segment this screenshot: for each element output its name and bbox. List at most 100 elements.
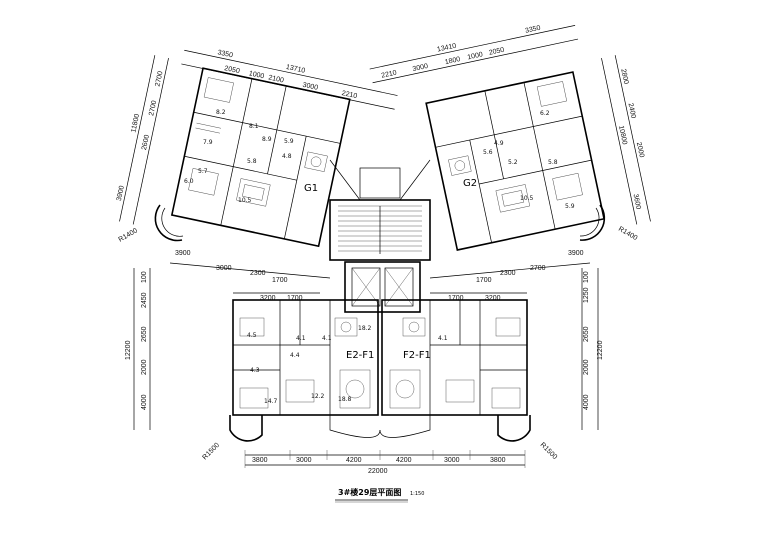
svg-text:3000: 3000	[302, 82, 319, 92]
drawing-title: 3#楼29层平面图	[338, 487, 401, 497]
svg-text:1700: 1700	[448, 295, 464, 302]
svg-text:5.6: 5.6	[483, 149, 493, 156]
svg-text:8.1: 8.1	[249, 123, 259, 130]
svg-text:3900: 3900	[568, 250, 584, 257]
svg-text:2600: 2600	[141, 134, 151, 151]
svg-text:3600: 3600	[632, 193, 642, 210]
svg-text:13710: 13710	[285, 64, 306, 75]
svg-text:1000: 1000	[248, 70, 265, 80]
svg-text:2050: 2050	[224, 65, 241, 75]
ef-top-dimensions: 3200 1700 1700 3200	[233, 292, 527, 302]
svg-text:10800: 10800	[617, 125, 628, 146]
svg-text:2700: 2700	[530, 265, 546, 272]
svg-text:2800: 2800	[619, 68, 629, 85]
svg-text:22000: 22000	[368, 468, 388, 475]
svg-text:1800: 1800	[444, 56, 461, 66]
unit-f2-f1	[381, 299, 528, 416]
svg-text:1700: 1700	[476, 277, 492, 284]
svg-text:10.5: 10.5	[238, 197, 252, 204]
svg-text:5.2: 5.2	[508, 159, 518, 166]
svg-text:2000: 2000	[141, 359, 148, 375]
svg-text:4.4: 4.4	[290, 352, 300, 359]
svg-text:1250: 1250	[583, 287, 590, 303]
svg-text:2700: 2700	[148, 100, 158, 117]
svg-text:4000: 4000	[583, 394, 590, 410]
svg-text:4000: 4000	[141, 394, 148, 410]
g-bottom-dimensions: 3900 3000 2300 1700 1700 2300 2700 3900	[169, 250, 591, 284]
radius-r1400-right: R1400	[617, 226, 638, 242]
svg-text:4.1: 4.1	[322, 335, 332, 342]
svg-text:2000: 2000	[583, 359, 590, 375]
svg-text:5.8: 5.8	[548, 159, 558, 166]
svg-text:2100: 2100	[268, 74, 285, 84]
svg-text:2650: 2650	[583, 326, 590, 342]
svg-text:1700: 1700	[287, 295, 303, 302]
unit-g1	[170, 67, 351, 248]
svg-text:100: 100	[583, 271, 590, 283]
svg-text:12200: 12200	[597, 340, 604, 360]
svg-text:100: 100	[141, 271, 148, 283]
svg-text:2400: 2400	[627, 102, 637, 119]
svg-text:3350: 3350	[525, 25, 542, 35]
svg-text:12.2: 12.2	[311, 393, 325, 400]
svg-text:3200: 3200	[485, 295, 501, 302]
bottom-dimensions: 3800 3000 4200 4200 3000 3800 22000	[244, 450, 526, 475]
svg-text:3000: 3000	[444, 457, 460, 464]
svg-text:3800: 3800	[490, 457, 506, 464]
unit-g2	[425, 71, 606, 251]
svg-text:3900: 3900	[116, 185, 126, 202]
svg-text:1700: 1700	[272, 277, 288, 284]
svg-text:2000: 2000	[635, 142, 645, 159]
svg-text:8.2: 8.2	[216, 109, 226, 116]
svg-text:4.3: 4.3	[250, 367, 260, 374]
radius-r1500-right: R1500	[539, 441, 559, 461]
svg-text:2650: 2650	[141, 326, 148, 342]
svg-text:2210: 2210	[341, 90, 358, 100]
svg-text:4.1: 4.1	[438, 335, 448, 342]
unit-label-f2f1: F2-F1	[403, 350, 431, 361]
svg-text:4.8: 4.8	[282, 153, 292, 160]
svg-text:2450: 2450	[141, 292, 148, 308]
area-labels: 8.2 8.1 7.9 5.8 4.8 5.9 6.0 10.5 5.7 8.9…	[184, 109, 575, 405]
svg-text:2210: 2210	[381, 70, 398, 80]
g1-left-dimensions: 11800 3900 2700 2700 2600	[116, 55, 169, 225]
g2-bay-window	[579, 204, 606, 241]
svg-text:18.8: 18.8	[338, 396, 352, 403]
svg-text:4.1: 4.1	[296, 335, 306, 342]
svg-text:5.9: 5.9	[284, 138, 294, 145]
svg-text:5.7: 5.7	[198, 168, 208, 175]
svg-text:3900: 3900	[175, 250, 191, 257]
radius-r1400-left: R1400	[118, 227, 139, 243]
svg-text:3000: 3000	[412, 63, 429, 73]
svg-text:14.7: 14.7	[264, 398, 278, 405]
svg-text:3800: 3800	[252, 457, 268, 464]
svg-text:4.5: 4.5	[247, 332, 257, 339]
e-left-dimensions: 12200 100 2450 2650 2000 4000	[125, 268, 151, 430]
core-stair-lift	[329, 159, 431, 313]
radius-r1500-left: R1500	[201, 442, 221, 462]
svg-text:4200: 4200	[346, 457, 362, 464]
svg-text:5.8: 5.8	[247, 158, 257, 165]
svg-text:2300: 2300	[250, 270, 266, 277]
unit-label-g2: G2	[463, 178, 477, 189]
svg-text:13410: 13410	[436, 43, 457, 54]
g2-top-dimensions: 13410 3350 2210 3000 1800 1000 2050	[369, 25, 579, 84]
drawing-scale: 1:150	[410, 491, 424, 497]
svg-text:6.0: 6.0	[184, 178, 194, 185]
g1-top-dimensions: 3350 13710 2050 1000 2100 3000 2210	[181, 49, 398, 110]
unit-label-e2f1: E2-F1	[346, 350, 374, 361]
svg-text:4200: 4200	[396, 457, 412, 464]
svg-text:8.9: 8.9	[262, 136, 272, 143]
svg-text:2300: 2300	[500, 270, 516, 277]
svg-text:2700: 2700	[154, 70, 164, 87]
svg-text:3000: 3000	[216, 265, 232, 272]
svg-text:6.2: 6.2	[540, 110, 550, 117]
svg-text:2050: 2050	[488, 47, 505, 57]
svg-text:1000: 1000	[467, 51, 484, 61]
svg-text:11800: 11800	[130, 113, 141, 133]
g1-bay-window	[154, 204, 183, 242]
svg-text:3350: 3350	[217, 49, 234, 59]
svg-text:3000: 3000	[296, 457, 312, 464]
svg-text:7.9: 7.9	[203, 139, 213, 146]
